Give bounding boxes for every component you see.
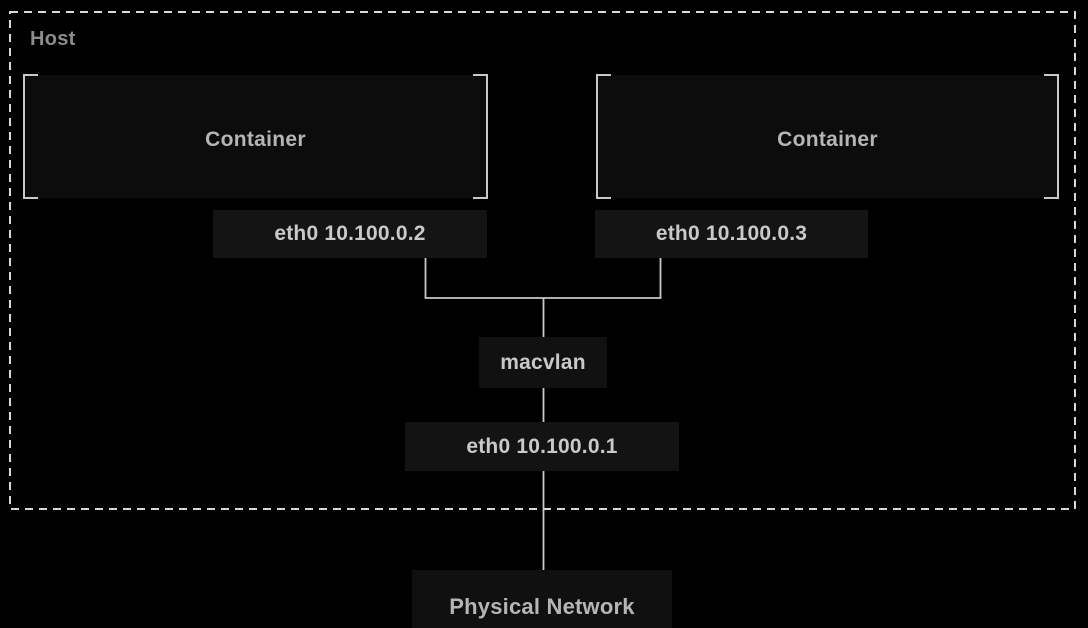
- host-dashed-border: [9, 11, 1076, 510]
- macvlan-label: macvlan: [479, 337, 607, 388]
- container-box-2: Container: [596, 74, 1059, 199]
- container-1-eth-label: eth0 10.100.0.2: [213, 210, 487, 258]
- bracket-left-icon: [23, 74, 38, 199]
- bracket-right-icon: [1044, 74, 1059, 199]
- bracket-right-icon: [473, 74, 488, 199]
- container-2-eth-label: eth0 10.100.0.3: [595, 210, 868, 258]
- host-label: Host: [30, 28, 76, 50]
- container-box-1: Container: [23, 74, 488, 199]
- container-1-label: Container: [205, 127, 306, 151]
- bracket-left-icon: [596, 74, 611, 199]
- host-eth-label: eth0 10.100.0.1: [405, 422, 679, 471]
- container-2-label: Container: [777, 127, 878, 151]
- physical-network-label: Physical Network: [412, 570, 672, 628]
